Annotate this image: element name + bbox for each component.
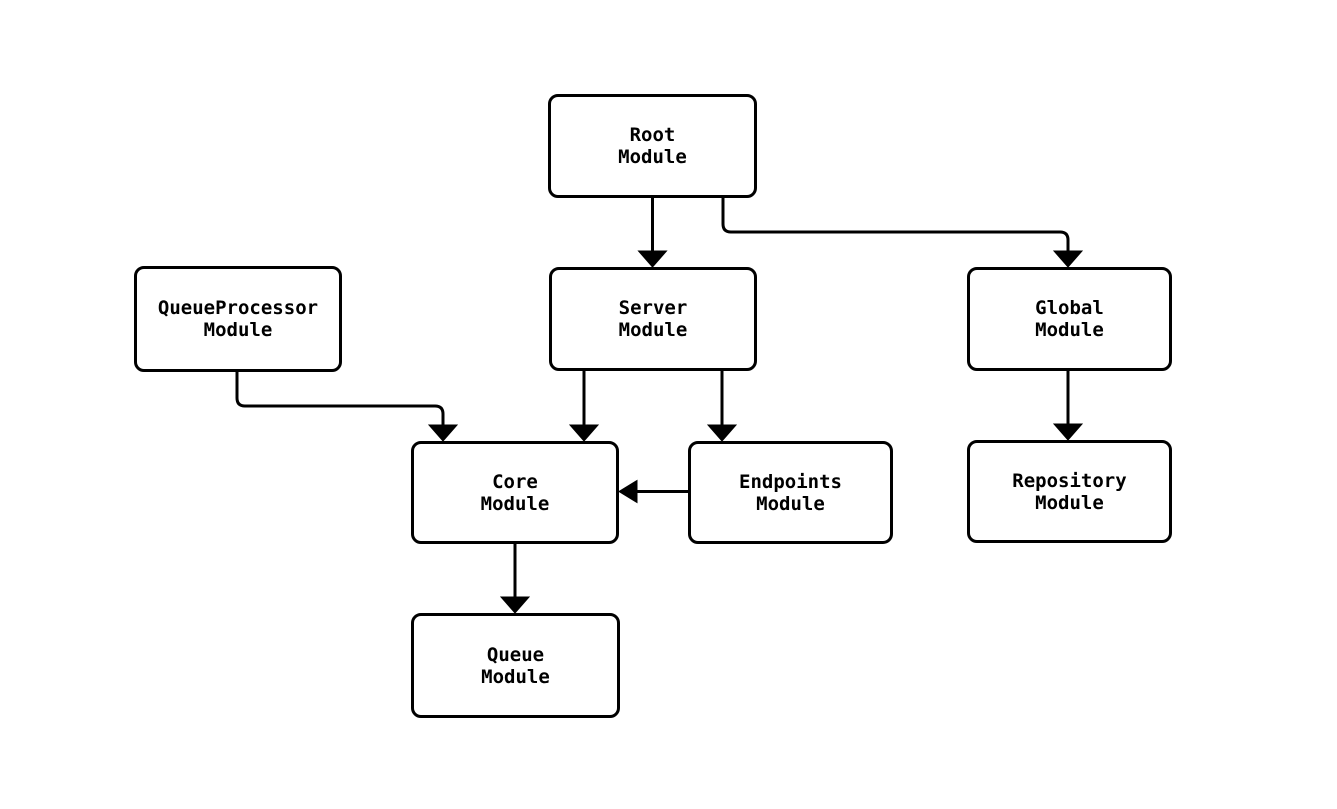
edge-server-to-endpoints — [706, 371, 738, 442]
node-root-module-label: Root Module — [618, 124, 687, 168]
node-endpoints-module: Endpoints Module — [688, 441, 893, 544]
edge-root-to-global — [721, 198, 1084, 268]
edge-queueprocessor-to-core — [235, 372, 459, 442]
node-endpoints-module-label: Endpoints Module — [739, 470, 842, 515]
node-global-module-label: Global Module — [1035, 297, 1104, 341]
edge-global-to-repository — [1052, 371, 1084, 441]
node-core-module: Core Module — [411, 441, 619, 544]
node-queue-module-label: Queue Module — [481, 643, 550, 688]
edge-root-to-server — [637, 198, 668, 268]
edge-server-to-core — [568, 371, 600, 442]
node-queue-module: Queue Module — [411, 613, 620, 718]
node-server-module: Server Module — [549, 267, 757, 371]
node-queueprocessor-module-label: QueueProcessor Module — [157, 297, 319, 341]
node-repository-module: Repository Module — [967, 440, 1172, 543]
node-server-module-label: Server Module — [618, 297, 688, 341]
edge-endpoints-to-core — [618, 479, 688, 504]
node-root-module: Root Module — [548, 94, 757, 198]
node-core-module-label: Core Module — [480, 470, 550, 515]
edge-core-to-queue — [499, 544, 531, 614]
node-repository-module-label: Repository Module — [1012, 469, 1127, 514]
node-queueprocessor-module: QueueProcessor Module — [134, 266, 342, 372]
node-global-module: Global Module — [967, 267, 1172, 371]
